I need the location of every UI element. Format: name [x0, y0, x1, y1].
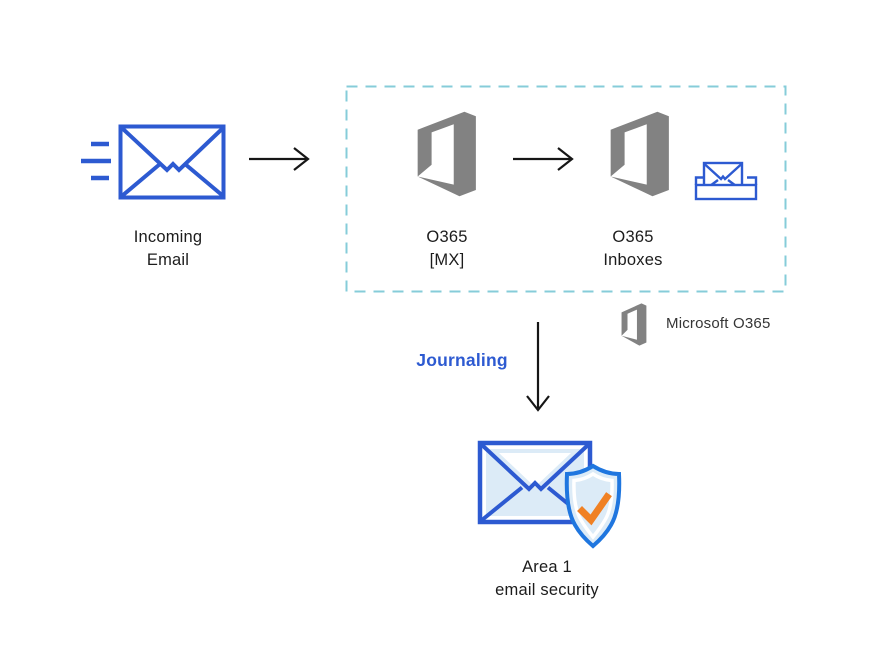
legend-label: Microsoft O365 [666, 315, 771, 332]
label-line: Inboxes [603, 251, 663, 269]
label-line: Email [146, 251, 190, 269]
area1-label: Area 1 email security [495, 556, 599, 602]
arrow-down-icon [526, 322, 550, 412]
dashed-boundary [345, 85, 787, 293]
incoming-email-label: Incoming Email [134, 226, 203, 272]
journaling-label: Journaling [416, 350, 508, 370]
label-line: Area 1 [522, 558, 572, 576]
label-line: Incoming [133, 228, 203, 246]
o365-mx-label: O365 [MX] [426, 226, 467, 272]
microsoft-o365-legend-icon [621, 303, 647, 346]
arrow-right-icon [513, 147, 574, 171]
label-line: O365 [612, 228, 654, 246]
speed-lines-icon [81, 141, 111, 181]
incoming-email-icon [118, 124, 226, 200]
label-line: O365 [426, 228, 468, 246]
label-line: [MX] [429, 251, 465, 269]
label-line: email security [495, 581, 599, 599]
office365-icon [417, 111, 476, 197]
arrow-right-icon [249, 147, 310, 171]
email-security-envelope-icon [477, 440, 593, 525]
office365-icon [610, 111, 669, 197]
inbox-icon [694, 161, 758, 201]
o365-inboxes-label: O365 Inboxes [603, 226, 662, 272]
shield-check-icon [564, 463, 622, 549]
